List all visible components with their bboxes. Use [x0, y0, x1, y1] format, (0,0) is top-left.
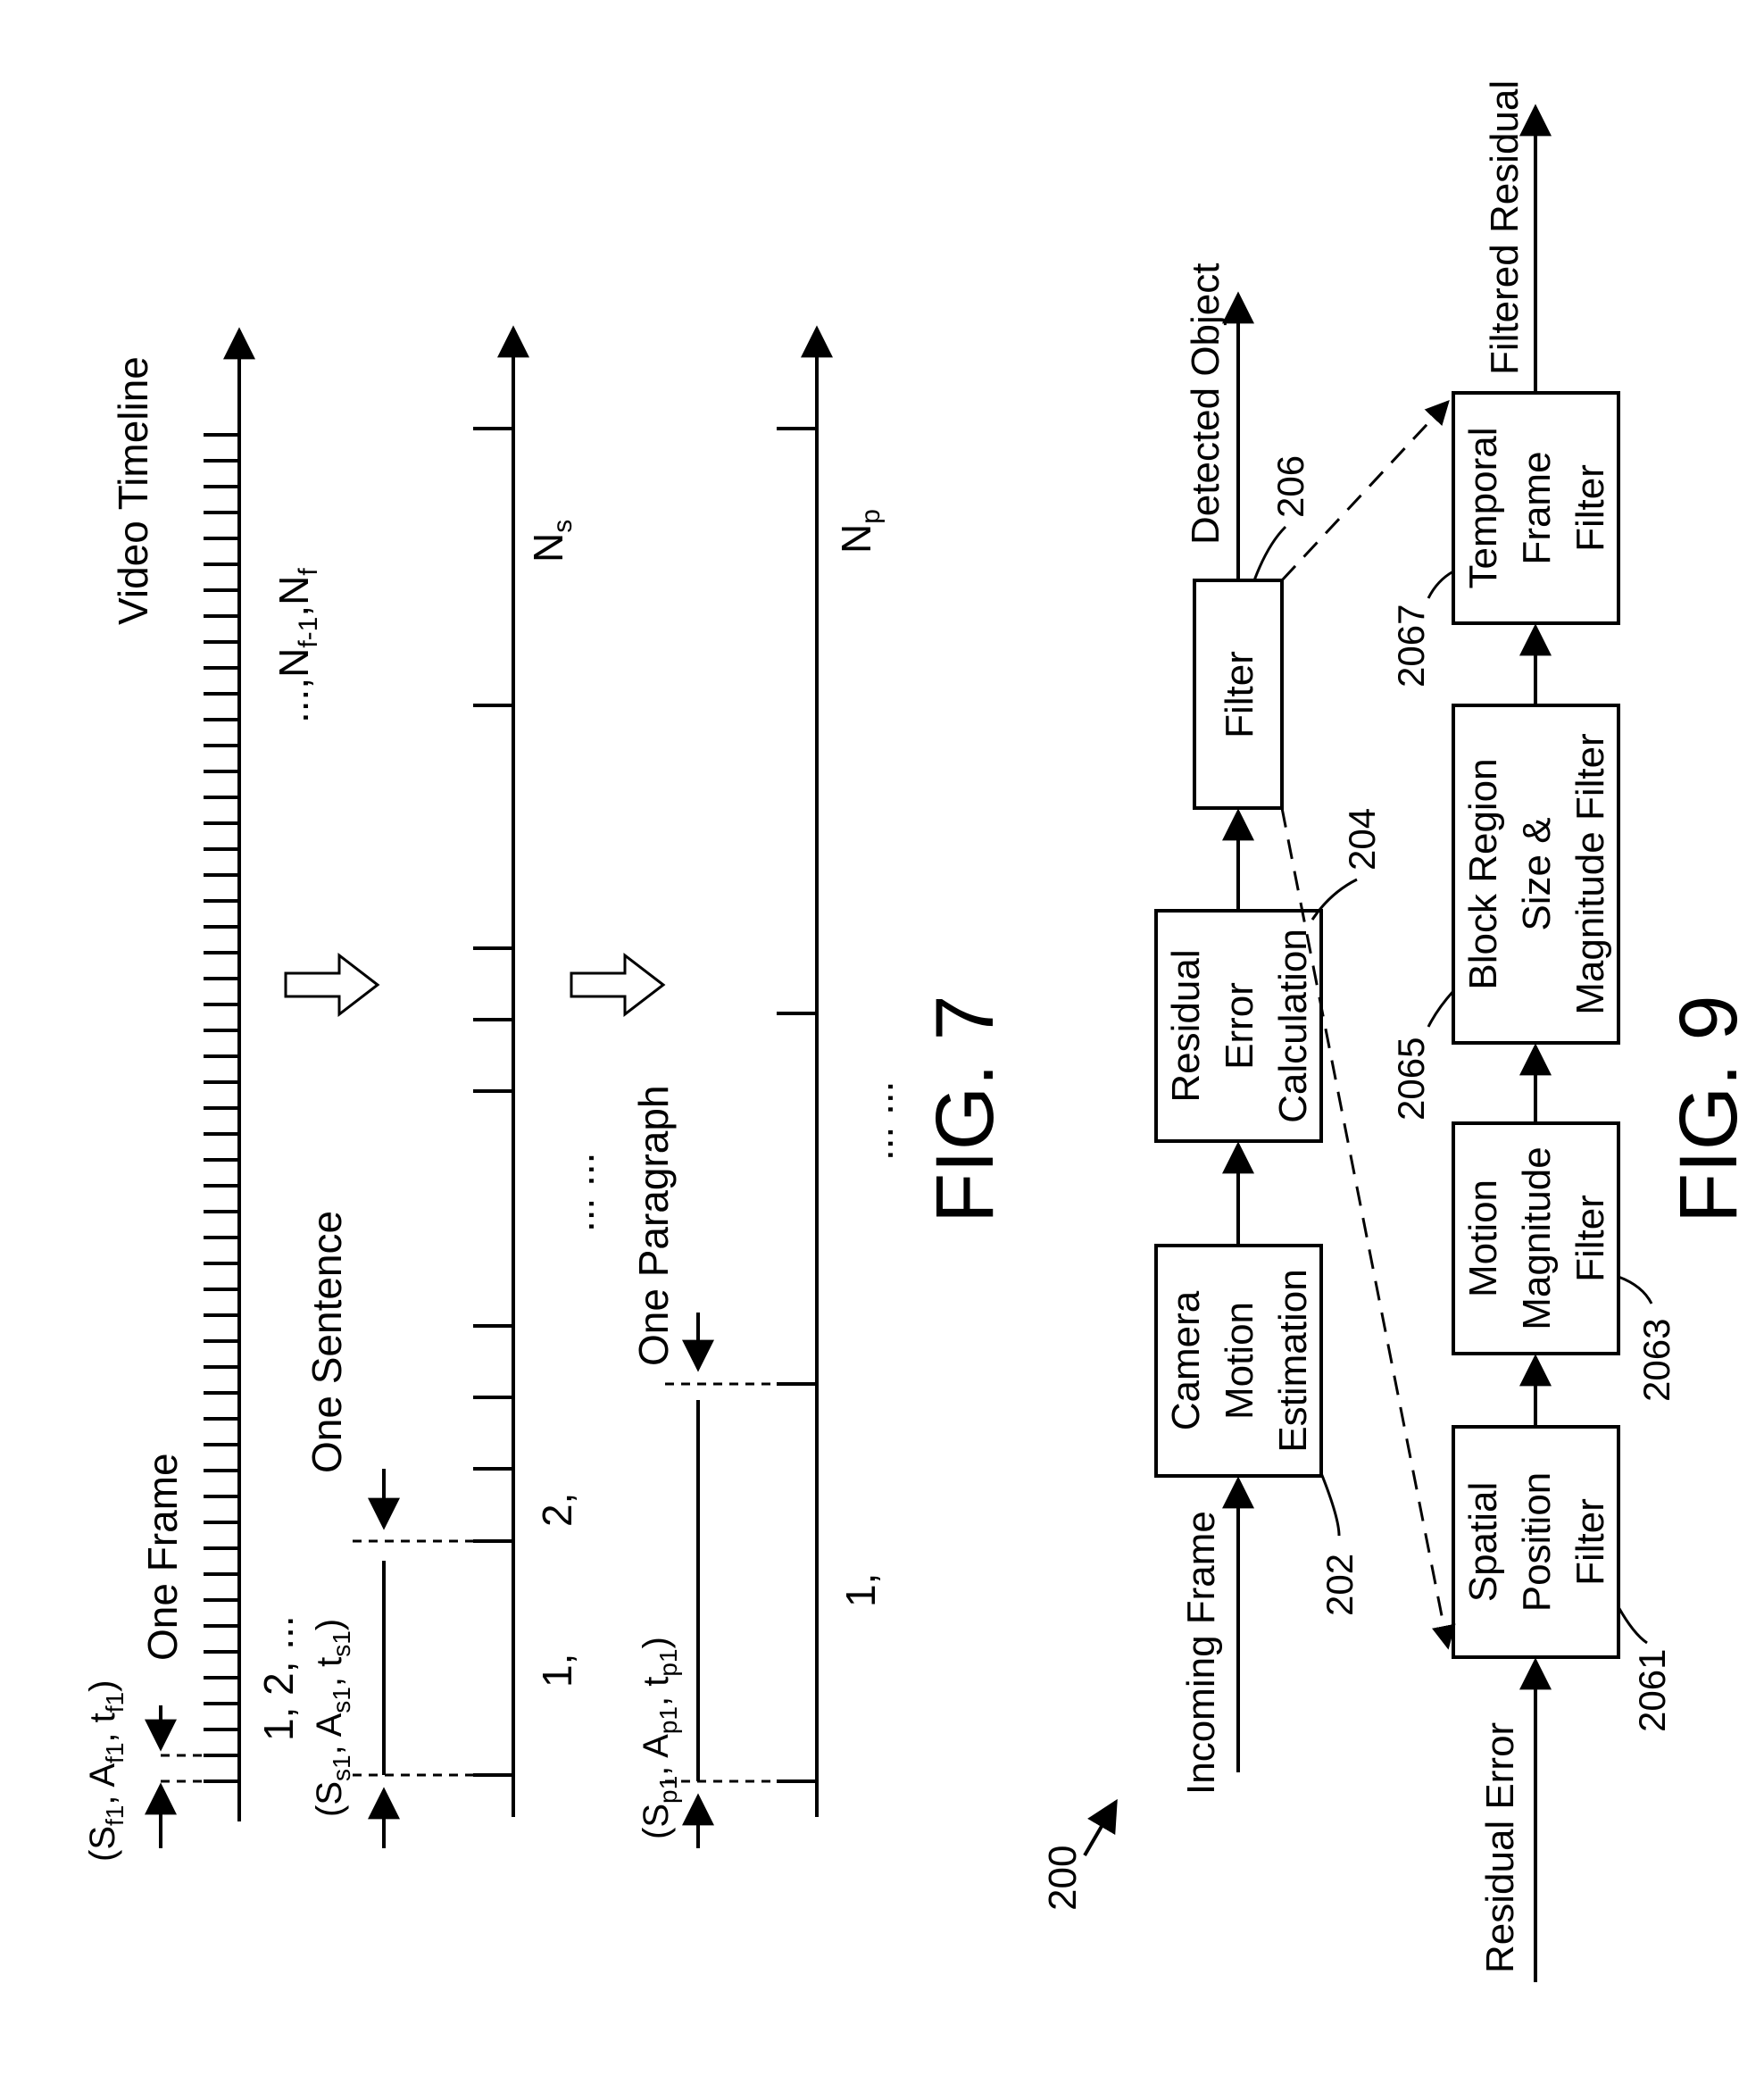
camera-line-1: Camera	[1164, 1290, 1208, 1430]
ref-2061-label: 2061	[1631, 1649, 1673, 1732]
filtered-residual-label: Filtered Residual	[1483, 80, 1527, 375]
video-timeline-label: Video Timeline	[110, 356, 156, 625]
sentence-ticks	[473, 429, 513, 1775]
frame-seq-end: ...,Nf-1,Nf	[270, 568, 323, 723]
sentence-start-label: 1,	[534, 1654, 580, 1688]
temporal-line-2: Frame	[1515, 451, 1559, 564]
paragraph-interval-marker	[665, 1313, 817, 1848]
residual-error-label: Residual Error	[1478, 1722, 1522, 1973]
one-paragraph-label: One Paragraph	[630, 1085, 677, 1366]
leader-2065	[1428, 991, 1453, 1027]
paragraph-ticks	[777, 429, 817, 1781]
one-sentence-label: One Sentence	[304, 1211, 350, 1473]
block-region-line-2: Size &	[1515, 817, 1559, 930]
hollow-arrow-1	[286, 955, 378, 1014]
ref-206-label: 206	[1269, 455, 1311, 518]
leader-202	[1321, 1473, 1339, 1536]
paragraph-params-label: (Sp1, Ap1, tp1)	[637, 1637, 682, 1839]
frame-seq-start: 1, 2, ...	[255, 1615, 302, 1741]
motion-line-3: Filter	[1568, 1195, 1612, 1282]
filter-line-1: Filter	[1218, 651, 1261, 738]
ref-202-label: 202	[1319, 1554, 1360, 1616]
motion-line-2: Magnitude	[1515, 1146, 1559, 1329]
sentence-interval-marker	[353, 1469, 513, 1848]
ref-200-arrow	[1085, 1802, 1116, 1855]
incoming-frame-label: Incoming Frame	[1179, 1511, 1223, 1795]
residual-line-2: Error	[1218, 982, 1261, 1070]
sentence-dots: ... ...	[556, 1153, 603, 1232]
frame-ticks	[204, 435, 239, 1781]
leader-2067	[1428, 571, 1453, 598]
spatial-line-2: Position	[1515, 1472, 1559, 1613]
temporal-line-1: Temporal	[1461, 428, 1505, 589]
paragraph-start-label: 1,	[837, 1573, 884, 1607]
frame-params-label: (Sf1, Af1, tf1)	[83, 1680, 129, 1862]
leader-2061	[1618, 1607, 1647, 1643]
detected-object-label: Detected Object	[1184, 263, 1227, 546]
camera-line-3: Estimation	[1271, 1269, 1315, 1452]
hollow-arrow-2	[571, 955, 663, 1014]
paragraph-dots: ... ...	[855, 1081, 902, 1161]
temporal-line-3: Filter	[1568, 464, 1612, 552]
ref-200-label: 200	[1041, 1846, 1085, 1911]
leader-204	[1312, 879, 1357, 920]
sentence-second-label: 2,	[534, 1493, 580, 1527]
paragraph-end-label: Np	[833, 509, 886, 554]
camera-line-2: Motion	[1218, 1302, 1261, 1420]
block-region-line-3: Magnitude Filter	[1568, 733, 1612, 1014]
spatial-line-3: Filter	[1568, 1498, 1612, 1586]
sentence-params-label: (Ss1, As1, ts1)	[310, 1619, 355, 1817]
block-region-line-1: Block Region	[1461, 758, 1505, 989]
residual-line-1: Residual	[1164, 949, 1208, 1102]
frame-interval-marker	[161, 1705, 239, 1848]
spatial-line-1: Spatial	[1461, 1482, 1505, 1603]
one-frame-label: One Frame	[139, 1453, 186, 1661]
motion-line-1: Motion	[1461, 1179, 1505, 1297]
fig9-caption: FIG. 9	[1663, 995, 1754, 1223]
sentence-end-label: Ns	[525, 520, 578, 563]
ref-2067-label: 2067	[1390, 604, 1432, 688]
ref-204-label: 204	[1341, 808, 1383, 871]
ref-2065-label: 2065	[1390, 1038, 1432, 1121]
fig7-caption: FIG. 7	[919, 995, 1011, 1223]
leader-206	[1254, 527, 1286, 580]
residual-line-3: Calculation	[1271, 929, 1315, 1123]
ref-2063-label: 2063	[1635, 1319, 1677, 1402]
leader-2063	[1618, 1277, 1652, 1304]
fig9-labels: 200 Incoming Frame Detected Object Resid…	[1041, 80, 1754, 1973]
